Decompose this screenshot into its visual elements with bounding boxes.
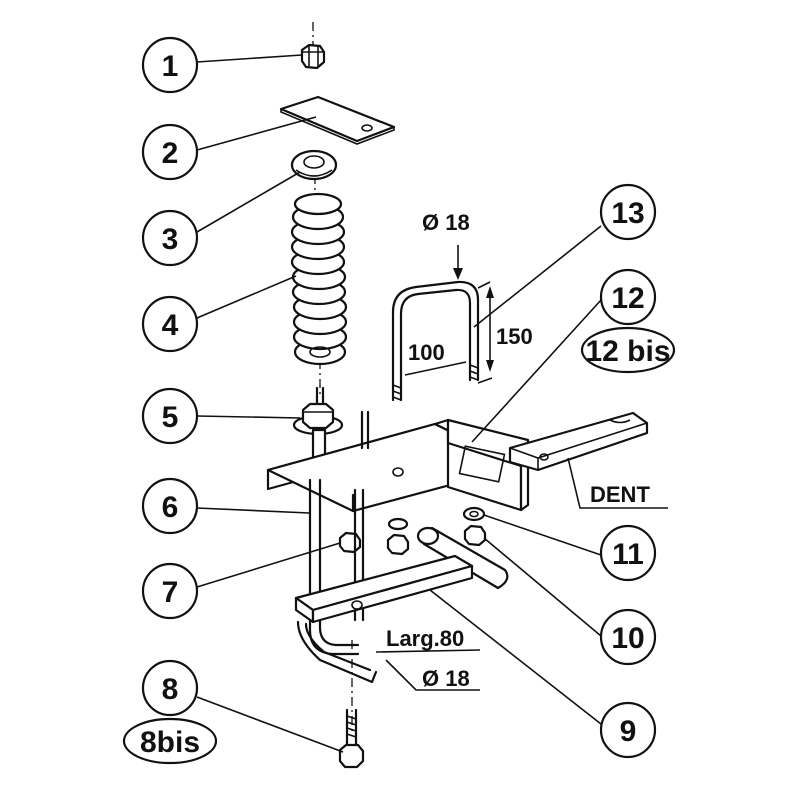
main-bracket — [266, 410, 530, 513]
part-10-nut — [463, 524, 487, 547]
strap-width-label: Larg.80 — [386, 626, 464, 651]
callout-7-label: 7 — [162, 576, 179, 609]
part-8-bolt — [338, 708, 365, 769]
callout-6-label: 6 — [162, 491, 179, 524]
callout-11-label: 11 — [612, 538, 644, 571]
callout-8-label: 8 — [162, 673, 179, 706]
callout-5-label: 5 — [162, 401, 179, 434]
part-1-nut — [300, 43, 326, 70]
callout-12: 12 — [599, 268, 657, 326]
callout-2-label: 2 — [162, 137, 179, 170]
callout-9-label: 9 — [620, 715, 637, 748]
part-7-nut — [338, 531, 362, 554]
callout-9: 9 — [599, 701, 657, 759]
ubolt-diameter-label: Ø 18 — [422, 210, 470, 235]
callout-8bis-label: 8bis — [140, 726, 200, 759]
callout-4: 4 — [141, 295, 199, 353]
callout-3-label: 3 — [162, 223, 179, 256]
strap-bracket — [294, 554, 474, 684]
dent-label: DENT — [590, 482, 650, 507]
callout-11: 11 — [599, 524, 657, 582]
leader-lines — [196, 54, 668, 753]
part-3-cup-washer — [290, 149, 338, 181]
strap-diameter-label: Ø 18 — [422, 666, 470, 691]
callout-12bis-label: 12 bis — [585, 335, 670, 368]
callout-7: 7 — [141, 562, 199, 620]
callout-12-label: 12 — [611, 282, 644, 315]
callout-10-label: 10 — [611, 622, 644, 655]
callout-10: 10 — [599, 608, 657, 666]
part-5-nut-washer — [292, 386, 344, 462]
part-13-u-bolt — [391, 280, 480, 402]
callout-13: 13 — [599, 183, 657, 241]
ubolt-height-label: 150 — [496, 324, 533, 349]
callout-2: 2 — [141, 123, 199, 181]
callout-4-label: 4 — [162, 309, 179, 342]
nut-center — [386, 517, 410, 556]
ubolt-dimensions — [404, 245, 494, 384]
part-12-dent-strip — [508, 411, 649, 472]
callout-8: 8 — [141, 659, 199, 717]
callout-13-label: 13 — [611, 197, 644, 230]
part-4-coil-spring — [290, 192, 348, 366]
callout-6: 6 — [141, 477, 199, 535]
callout-1-label: 1 — [162, 50, 179, 83]
callout-8bis: 8bis — [122, 717, 218, 765]
ubolt-width-label: 100 — [408, 340, 445, 365]
part-2-plate — [279, 95, 396, 145]
callout-3: 3 — [141, 209, 199, 267]
part-11-washer — [462, 506, 486, 522]
part-9-pin — [416, 526, 509, 590]
callout-12bis: 12 bis — [580, 326, 676, 374]
callout-1: 1 — [141, 36, 199, 94]
callout-5: 5 — [141, 387, 199, 445]
